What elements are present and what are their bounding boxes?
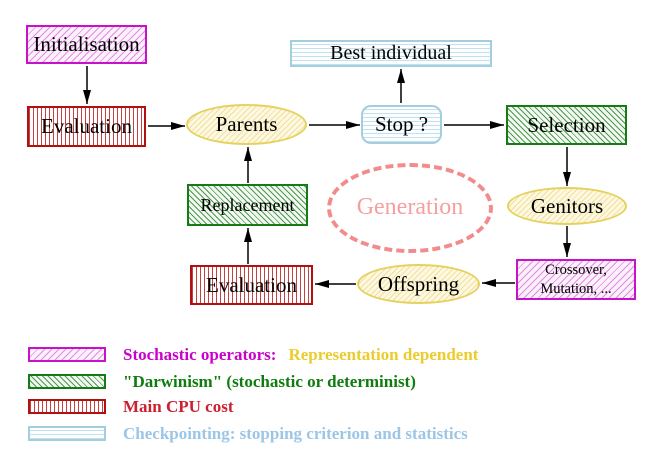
legend-label-stochastic-operators: Stochastic operators: Representation depe… — [123, 345, 478, 365]
node-crossover-mutation: Crossover, Mutation, ... — [516, 259, 636, 300]
crossover-line2: Mutation, ... — [540, 280, 612, 297]
legend-swatch-stochastic-operators — [28, 347, 106, 362]
node-replacement: Replacement — [187, 184, 308, 226]
legend-swatch-main-cpu-cost — [28, 399, 106, 414]
legend-label-representation-dependent: Representation dependent — [288, 345, 479, 364]
legend-swatch-darwinism — [28, 374, 106, 389]
node-selection: Selection — [506, 105, 627, 145]
node-offspring: Offspring — [357, 264, 480, 304]
node-evaluation-bottom: Evaluation — [190, 265, 313, 305]
legend-label-darwinism: "Darwinism" (stochastic or determinist) — [123, 372, 416, 391]
legend-label-stochastic-operators-text: Stochastic operators: — [123, 345, 277, 364]
generation-loop-ellipse: Generation — [327, 163, 493, 253]
legend-label-checkpointing: Checkpointing: stopping criterion and st… — [123, 424, 468, 443]
node-initialisation: Initialisation — [26, 25, 147, 64]
node-parents: Parents — [186, 104, 307, 145]
crossover-line1: Crossover, — [545, 262, 607, 279]
node-stop: Stop ? — [361, 105, 442, 144]
legend-swatch-checkpointing — [28, 426, 106, 441]
node-genitors: Genitors — [507, 187, 627, 225]
node-evaluation-top: Evaluation — [27, 106, 146, 147]
node-best-individual: Best individual — [290, 40, 492, 67]
legend-label-main-cpu-cost: Main CPU cost — [123, 397, 234, 416]
crossover-label: Crossover, Mutation, ... — [540, 261, 611, 297]
